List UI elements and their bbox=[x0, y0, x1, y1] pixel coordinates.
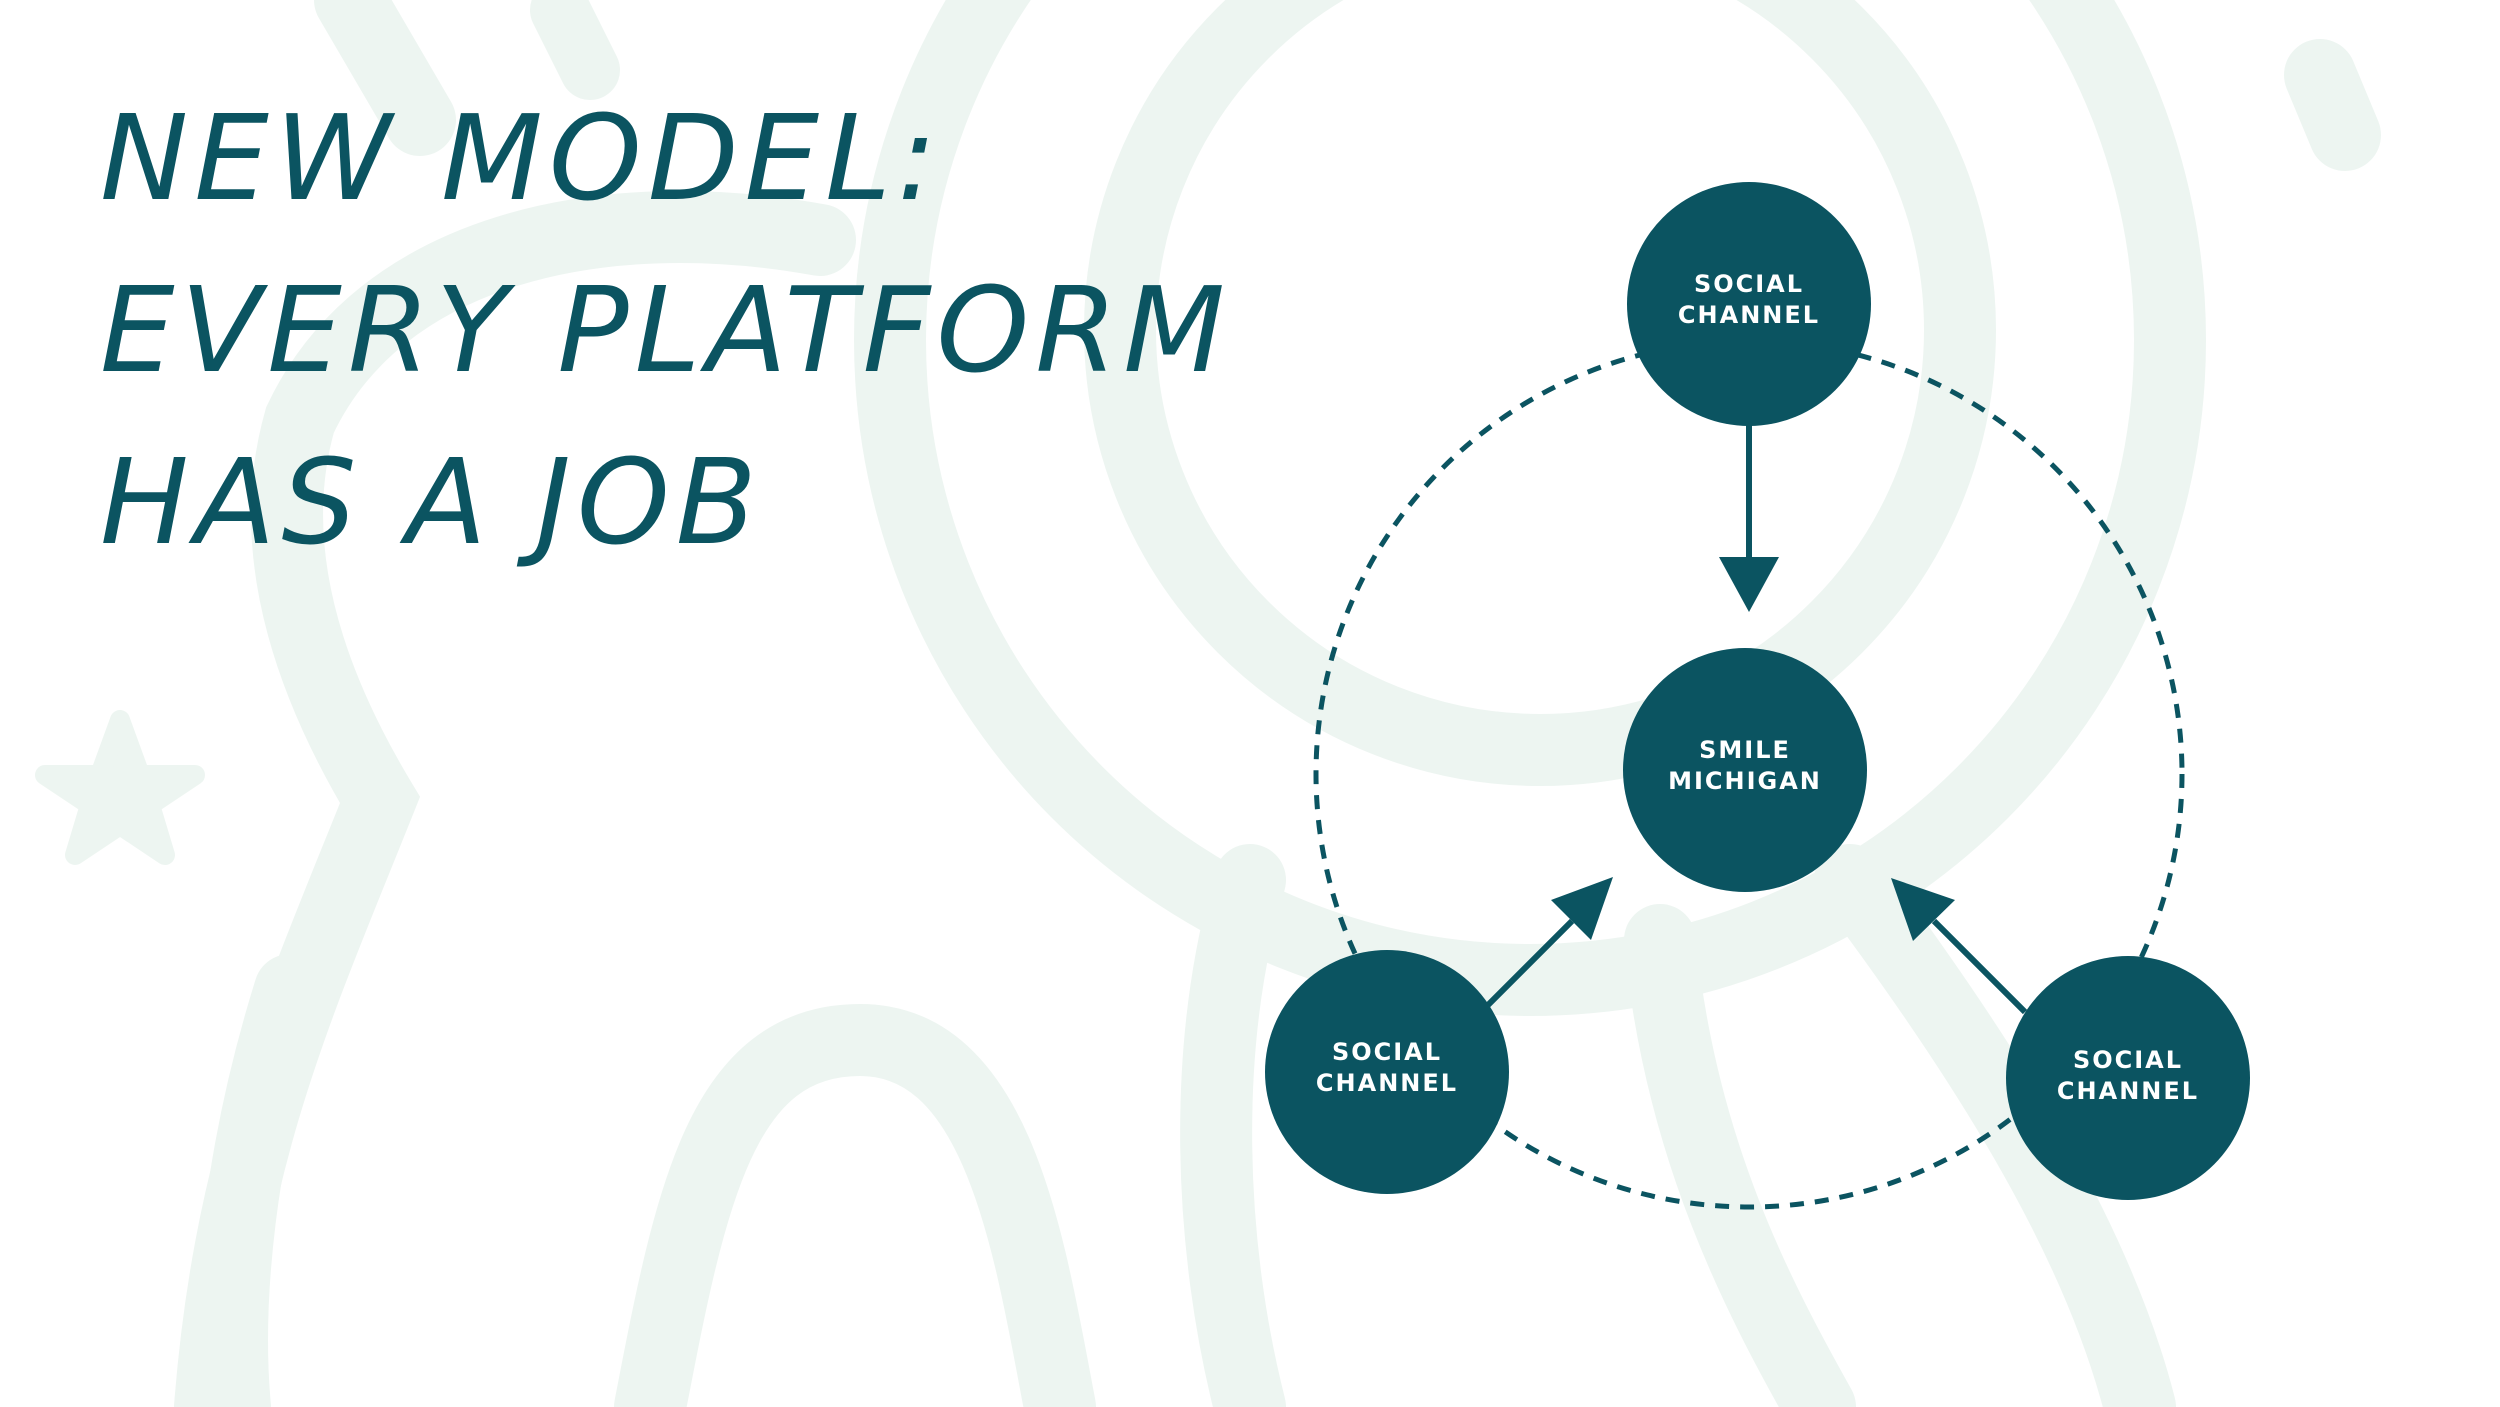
bg-dash-top-right bbox=[2284, 39, 2381, 171]
node-center-label-line-1: SMILE bbox=[1699, 736, 1791, 764]
bg-curve-center bbox=[1180, 844, 1286, 1407]
title-line-2: EVERY PLATFORM bbox=[100, 261, 1232, 399]
node-smile-michigan: SMILE MICHIGAN bbox=[1623, 648, 1867, 892]
title-line-3: HAS A JOB bbox=[100, 433, 763, 571]
bg-ring-large bbox=[854, 0, 2206, 1016]
arrow-left-to-center bbox=[1485, 877, 1613, 1008]
bg-dash-top-left bbox=[314, 0, 456, 156]
node-right-label-line-2: CHANNEL bbox=[2057, 1077, 2199, 1105]
node-social-channel-top: SOCIAL CHANNEL bbox=[1627, 182, 1871, 426]
bg-dash-top bbox=[530, 0, 620, 100]
page-title: NEW MODEL: EVERY PLATFORM HAS A JOB bbox=[100, 72, 1231, 588]
node-social-channel-right: SOCIAL CHANNEL bbox=[2006, 956, 2250, 1200]
bg-curve-bottom-left bbox=[196, 954, 326, 1407]
node-center-label-line-2: MICHIGAN bbox=[1668, 767, 1822, 795]
node-right-label-line-1: SOCIAL bbox=[2073, 1046, 2183, 1074]
bg-curve-far-right bbox=[1814, 844, 2176, 1407]
node-social-channel-left: SOCIAL CHANNEL bbox=[1265, 950, 1509, 1194]
arrow-right-to-center bbox=[1891, 878, 2028, 1015]
bg-curve-right bbox=[1624, 904, 1856, 1407]
node-left-label-line-2: CHANNEL bbox=[1316, 1069, 1458, 1097]
bg-star-icon bbox=[35, 710, 205, 865]
node-top-label-line-2: CHANNEL bbox=[1678, 301, 1820, 329]
title-line-1: NEW MODEL: bbox=[100, 89, 943, 227]
bg-arch bbox=[614, 1003, 1096, 1407]
orbit-ring bbox=[1313, 338, 2185, 1210]
arrow-top-to-center bbox=[1719, 425, 1779, 612]
bg-ring-inner bbox=[1084, 0, 1996, 786]
node-top-label-line-1: SOCIAL bbox=[1694, 270, 1804, 298]
node-left-label-line-1: SOCIAL bbox=[1332, 1038, 1442, 1066]
